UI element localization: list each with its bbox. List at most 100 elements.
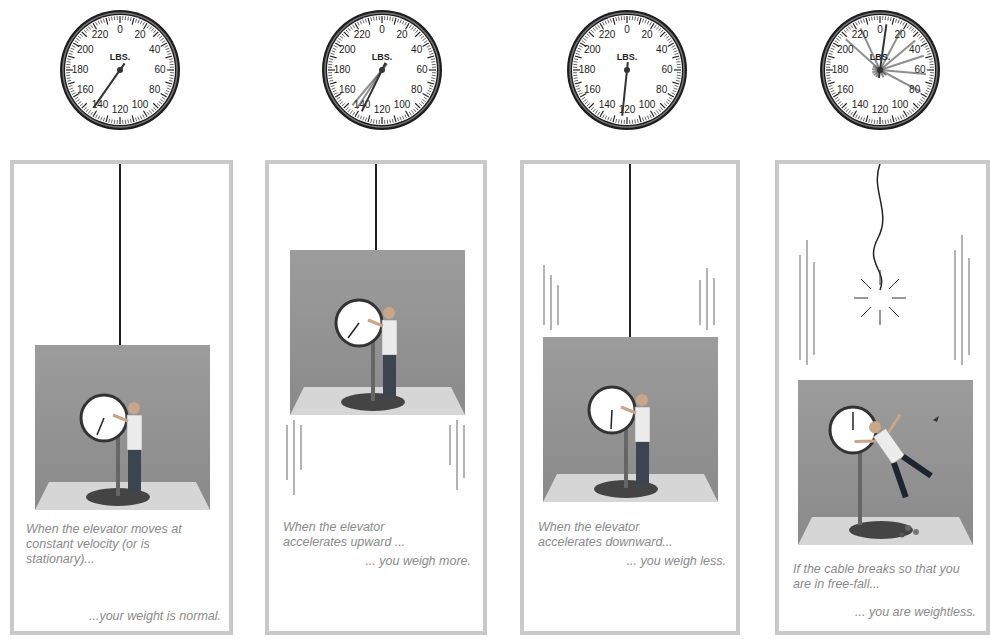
dial-tick: [428, 48, 432, 50]
dial-tick: [421, 36, 424, 39]
dial-face: [65, 15, 175, 125]
dial-tick: [69, 85, 73, 86]
dial-needles: [818, 8, 942, 132]
dial-tick: [827, 61, 831, 63]
dial-tick: [846, 109, 849, 112]
caption-conclusion: ... you weigh more.: [281, 554, 471, 569]
dial-tick: [419, 103, 422, 106]
dial-tick: [647, 116, 649, 120]
dial-tick: [329, 61, 333, 63]
dial-number: 20: [125, 29, 155, 41]
dial-tick: [394, 115, 396, 122]
dial-tick: [337, 97, 340, 99]
dial-tick: [667, 38, 670, 40]
dial-tick: [672, 45, 676, 47]
dial-tick: [838, 36, 841, 39]
dial-tick: [170, 67, 174, 68]
dial-number: 60: [652, 64, 682, 76]
motion-line: [954, 250, 956, 360]
dial-tick: [674, 51, 678, 52]
dial-tick: [582, 97, 585, 99]
dial-tick: [917, 34, 920, 37]
coin: [913, 529, 919, 535]
man-figure: [113, 402, 142, 492]
dial-tick: [88, 26, 90, 29]
dial-tick: [585, 101, 588, 104]
dial-tick: [373, 17, 375, 21]
dial-tick: [340, 101, 343, 104]
dial-tick: [140, 116, 142, 120]
dial-tick: [637, 17, 639, 21]
dial-tick: [672, 82, 679, 84]
scale-dial: 020406080100120140160180200220LBS.: [320, 8, 444, 132]
dial-number: 200: [830, 44, 860, 56]
dial-tick: [350, 110, 352, 113]
dial-tick: [626, 117, 627, 124]
motion-line: [968, 258, 970, 355]
dial-tick: [903, 22, 905, 26]
dial-tick: [363, 117, 364, 121]
dial-tick: [858, 116, 860, 120]
dial-tick: [677, 64, 681, 65]
dial-tick: [618, 119, 620, 123]
dial-tick: [895, 19, 896, 23]
man-arm: [884, 414, 905, 432]
dial-tick: [930, 72, 934, 73]
dial-tick: [157, 103, 160, 106]
man-leg: [886, 463, 914, 497]
dial-tick: [673, 90, 677, 92]
dial-tick: [668, 43, 674, 47]
dial-tick: [675, 53, 679, 54]
dial-tick: [879, 117, 880, 124]
dial-tick: [656, 26, 658, 29]
dial-tick: [67, 77, 71, 79]
dial-tick: [827, 80, 831, 82]
dial-tick: [75, 41, 78, 43]
motion-line: [543, 265, 545, 325]
cable: [119, 164, 121, 345]
dial-tick: [394, 18, 396, 25]
dial-needle: [861, 28, 884, 77]
elevator-unit: [543, 337, 718, 502]
scale-needle: [348, 323, 359, 338]
dial-tick: [650, 115, 652, 119]
dial-tick: [667, 99, 670, 101]
dial-number: 20: [387, 29, 417, 41]
dial-tick: [890, 119, 892, 123]
dial-tick: [127, 119, 129, 123]
dial-tick: [922, 97, 925, 99]
dial-needles: [565, 8, 689, 132]
dial-tick: [161, 94, 167, 98]
dial-tick: [676, 80, 680, 82]
dial-number: 120: [105, 104, 135, 116]
dial-tick: [66, 72, 70, 73]
dial-tick: [600, 23, 604, 29]
dial-tick: [346, 107, 349, 110]
dial-tick: [147, 25, 149, 28]
dial-tick: [432, 72, 436, 73]
elevator-car: [543, 337, 718, 502]
dial-tick: [169, 61, 173, 63]
dial-tick: [117, 16, 118, 20]
dial-hub: [624, 67, 630, 73]
dial-tick: [672, 93, 676, 95]
dial-tick: [892, 115, 894, 122]
dial-tick: [98, 21, 100, 25]
dial-tick: [658, 109, 661, 112]
dial-tick: [826, 64, 830, 65]
motion-line: [799, 255, 801, 360]
dial-tick: [337, 41, 340, 43]
motion-line: [449, 425, 451, 465]
dial-number: 160: [577, 84, 607, 96]
dial-tick: [98, 116, 100, 120]
dial-tick: [595, 110, 597, 113]
coin: [900, 533, 905, 538]
dial-needle: [94, 63, 125, 107]
dial-tick: [381, 16, 382, 23]
dial-tick: [926, 48, 930, 50]
dial-tick: [650, 22, 652, 26]
dial-tick: [851, 25, 853, 28]
dial-hub: [379, 67, 385, 73]
dial-tick: [84, 107, 87, 110]
dial-unit: LBS.: [607, 52, 647, 63]
